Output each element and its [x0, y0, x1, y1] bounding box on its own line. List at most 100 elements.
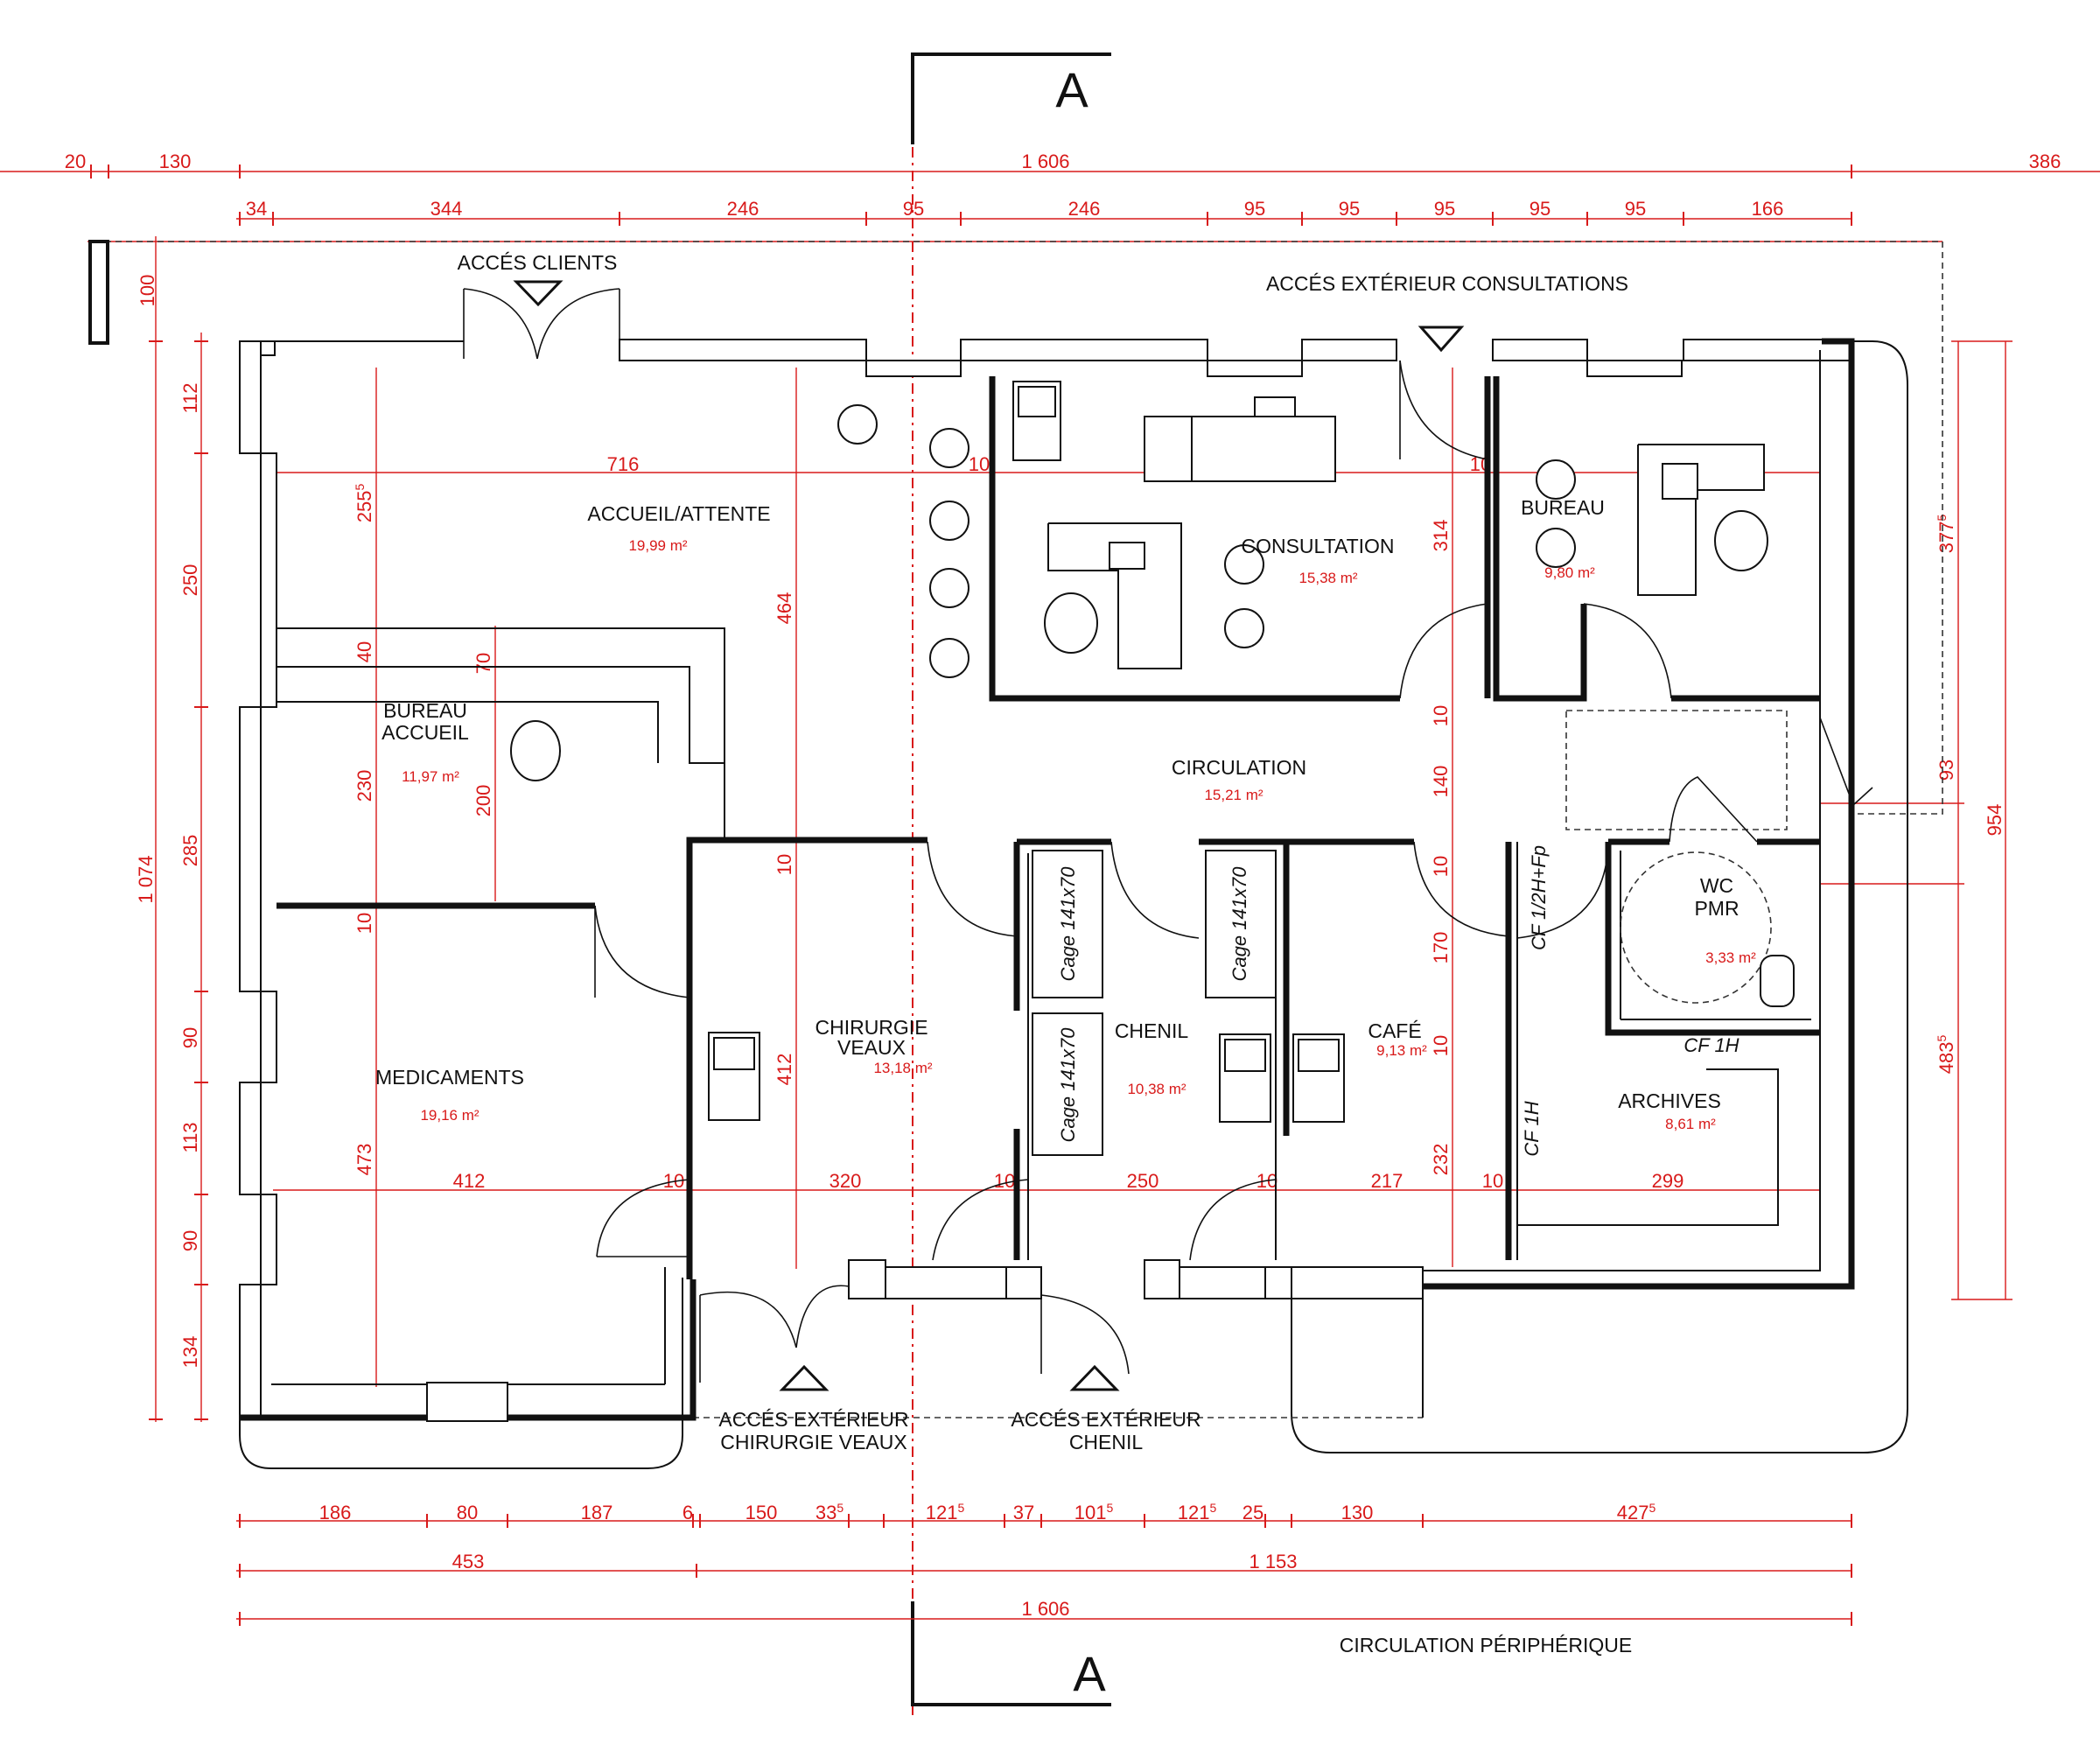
dim-412: 412	[453, 1170, 486, 1192]
dim-b-130: 130	[1341, 1502, 1374, 1523]
dim-b-150: 150	[746, 1502, 778, 1523]
room-archives-name: ARCHIVES	[1618, 1089, 1721, 1112]
dim-b-453: 453	[452, 1551, 485, 1572]
top-dimensions: 20 130 1 606 386 34 344 246 95 246 95 95…	[0, 151, 2100, 226]
dim-b-121b: 1215	[1178, 1501, 1217, 1523]
circulation-peripherique-label: CIRCULATION PÉRIPHÉRIQUE	[1340, 1634, 1632, 1656]
dim-left-250: 250	[179, 564, 201, 597]
fire-label-1h-horizontal: CF 1H	[1684, 1034, 1739, 1056]
dim-b-37: 37	[1013, 1502, 1034, 1523]
room-medicaments-name: MEDICAMENTS	[375, 1066, 524, 1089]
room-chirurgie-name2: VEAUX	[837, 1036, 906, 1059]
room-chirurgie-area: 13,18 m²	[873, 1060, 932, 1076]
dim-250: 250	[1127, 1170, 1159, 1192]
dim-70: 70	[472, 653, 494, 674]
room-wc-area: 3,33 m²	[1705, 949, 1756, 966]
site-outline	[88, 240, 1943, 1469]
dim-95c: 95	[1339, 198, 1360, 220]
dim-left-100: 100	[136, 275, 158, 307]
dim-40: 40	[354, 641, 375, 662]
dim-412v: 412	[774, 1054, 795, 1086]
dim-b-6: 6	[682, 1502, 693, 1523]
chair-1	[837, 404, 878, 445]
chair-3	[929, 501, 970, 541]
room-circulation-area: 15,21 m²	[1204, 787, 1263, 803]
dim-right-483-val: 483	[1936, 1042, 1957, 1075]
access-consultations-label: ACCÉS EXTÉRIEUR CONSULTATIONS	[1266, 272, 1628, 295]
dim-314: 314	[1430, 520, 1452, 552]
left-post	[88, 240, 109, 345]
access-clients-label: ACCÉS CLIENTS	[458, 251, 618, 274]
room-bureau-accueil-area: 11,97 m²	[402, 768, 459, 785]
dim-right-377-sup: 5	[1935, 515, 1949, 522]
dim-344: 344	[430, 198, 463, 220]
bureau-chair-1	[1536, 459, 1576, 500]
fire-label-half: CF 1/2H+Fp	[1528, 845, 1550, 950]
room-bureau-area: 9,80 m²	[1544, 564, 1595, 581]
cage-1	[1032, 850, 1103, 998]
dim-b-1153: 1 153	[1249, 1551, 1297, 1572]
chair-2	[929, 428, 970, 468]
right-dimensions: 3775 93 4835 954	[1820, 340, 2012, 1300]
room-consultation-area: 15,38 m²	[1298, 570, 1357, 586]
dim-b-187: 187	[581, 1502, 613, 1523]
toilet	[1760, 955, 1795, 1007]
room-chenil-area: 10,38 m²	[1127, 1081, 1186, 1097]
section-mark-bottom: A	[1073, 1646, 1106, 1701]
dim-10f: 10	[994, 1170, 1015, 1192]
dim-right-377: 3775	[1935, 515, 1957, 554]
dim-b-25: 25	[1242, 1502, 1264, 1523]
access-triangle-consult	[1418, 326, 1465, 353]
dim-b-121a-val: 121	[926, 1502, 958, 1523]
dim-left-134: 134	[179, 1336, 201, 1369]
dim-right-954: 954	[1984, 804, 2006, 837]
room-bureau-accueil-name2: ACCUEIL	[382, 721, 469, 744]
room-labels: ACCUEIL/ATTENTE 19,99 m² BUREAU ACCUEIL …	[375, 496, 1756, 1132]
dim-b-121b-sup: 5	[1209, 1501, 1216, 1515]
chair-5	[929, 638, 970, 678]
dim-10a: 10	[969, 453, 990, 475]
dim-top-386: 386	[2029, 151, 2062, 172]
access-markers	[513, 280, 1465, 1391]
room-bureau-accueil-name1: BUREAU	[383, 699, 467, 722]
dim-top-1606: 1 606	[1021, 151, 1069, 172]
dim-230: 230	[354, 770, 375, 802]
dim-10h: 10	[1482, 1170, 1503, 1192]
room-wc-name1: WC	[1700, 874, 1733, 897]
interior-walls	[276, 376, 1820, 1279]
room-accueil-name: ACCUEIL/ATTENTE	[587, 502, 770, 525]
bottom-dimensions: 186 80 187 6 150 335 1215 37 1015 1215 2…	[236, 1501, 1852, 1626]
dim-b-186: 186	[319, 1502, 352, 1523]
dim-217: 217	[1371, 1170, 1404, 1192]
section-line: A A	[911, 53, 1111, 1715]
fire-label-1h-vertical: CF 1H	[1521, 1101, 1543, 1156]
dim-464: 464	[774, 592, 795, 625]
access-triangle-chenil	[1069, 1364, 1120, 1391]
dim-140: 140	[1430, 766, 1452, 798]
access-triangle-clients	[513, 280, 564, 307]
dim-right-483-sup: 5	[1935, 1035, 1949, 1042]
dim-b-33-val: 33	[816, 1502, 836, 1523]
dim-left-285: 285	[179, 835, 201, 867]
dim-b-121b-val: 121	[1178, 1502, 1210, 1523]
dim-b-33: 335	[816, 1501, 844, 1523]
access-chirurgie-label-2: CHIRURGIE VEAUX	[720, 1431, 906, 1453]
room-cafe-area: 9,13 m²	[1376, 1042, 1427, 1059]
access-triangle-chirurgie	[779, 1364, 830, 1391]
dim-95b: 95	[1244, 198, 1265, 220]
access-chenil-label-1: ACCÉS EXTÉRIEUR	[1011, 1408, 1200, 1431]
dim-b-121a-sup: 5	[957, 1501, 964, 1515]
dim-716: 716	[607, 453, 640, 475]
dim-left-113: 113	[179, 1122, 201, 1152]
chair-4	[929, 568, 970, 608]
dim-top-20: 20	[65, 151, 86, 172]
dim-b-101-val: 101	[1074, 1502, 1107, 1523]
dim-95e: 95	[1530, 198, 1550, 220]
dim-95d: 95	[1434, 198, 1455, 220]
dim-255-val: 255	[354, 491, 375, 523]
dim-b-101-sup: 5	[1106, 1501, 1113, 1515]
dim-10c: 10	[354, 913, 375, 934]
room-chirurgie-name1: CHIRURGIE	[815, 1016, 928, 1039]
room-medicaments-area: 19,16 m²	[420, 1107, 479, 1124]
